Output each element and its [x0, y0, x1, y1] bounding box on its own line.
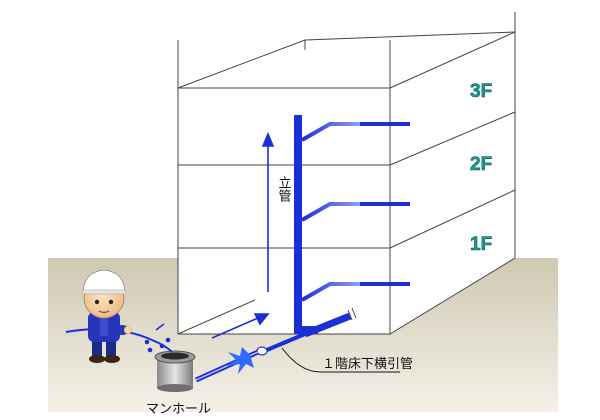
underfloor-pipe [256, 307, 357, 356]
building-outline [177, 12, 516, 335]
flow-arrow-diagonal [211, 313, 270, 339]
floor-label-2f: 2F [470, 154, 492, 175]
drain-to-manhole [194, 347, 260, 383]
branch-pipes [301, 122, 410, 302]
flow-arrow-up [261, 131, 275, 292]
underfloor-pipe-label: １階床下横引管 [322, 356, 413, 371]
manhole-icon [154, 350, 196, 392]
worker-icon [81, 269, 132, 363]
floor-label-3f: 3F [470, 81, 492, 102]
underfloor-pipe-leader [281, 347, 400, 373]
riser-label: 立管 [277, 176, 292, 203]
water-splash-icon [226, 347, 254, 374]
floor-label-1f: 1F [470, 234, 492, 255]
riser-pipe [294, 115, 302, 320]
manhole-label: マンホール [146, 401, 211, 416]
